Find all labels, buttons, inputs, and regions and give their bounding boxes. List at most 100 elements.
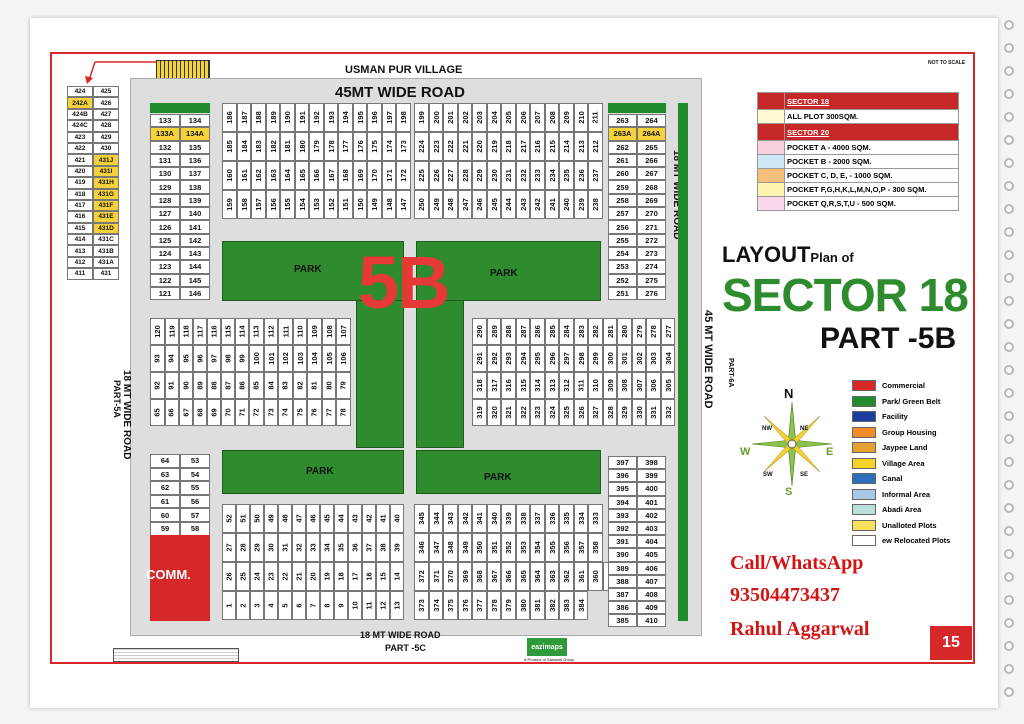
binding-ring (1004, 480, 1014, 490)
binding-ring (1004, 549, 1014, 559)
key-row: ew Relocated Plots (852, 533, 972, 549)
plot-cell: 210 (573, 103, 589, 132)
plot-cell: 190 (280, 103, 295, 132)
plot-cell: 312 (559, 372, 574, 399)
plot-cell: 178 (323, 132, 339, 161)
plot-cell: 400 (637, 482, 666, 496)
plot-cell: 119 (164, 318, 179, 345)
plot-cell: 357 (573, 533, 589, 562)
compass-s: S (785, 486, 793, 498)
plot-cell: 227 (443, 161, 458, 190)
legend-label: POCKET C, D, E, - 1000 SQM. (784, 168, 959, 183)
plot-cell: 236 (573, 161, 589, 190)
plot-cell: 245 (486, 190, 502, 219)
plot-cell: 171 (381, 161, 397, 190)
plot-cell: 316 (501, 372, 516, 399)
plot-cell: 413 (67, 245, 93, 257)
plot-cell: 299 (588, 345, 603, 372)
plot-cell: 313 (544, 372, 560, 399)
plot-cell: 26 (222, 562, 236, 591)
plot-cell: 105 (321, 345, 337, 372)
plot-cell: 379 (501, 591, 516, 620)
plot-cell: 336 (544, 504, 560, 533)
part-label-right: PART-6A (727, 358, 734, 388)
binding-ring (1004, 89, 1014, 99)
plot-cell: 18 (334, 562, 348, 591)
plot-cell: 282 (588, 318, 603, 345)
plot-cell: 297 (559, 345, 574, 372)
plot-cell: 45 (320, 504, 334, 533)
plot-cell: 2 (236, 591, 250, 620)
plot-cell: 257 (608, 207, 637, 221)
binding-rings (1004, 20, 1018, 710)
plot-cell: 66 (164, 399, 179, 426)
plot-cell: 327 (588, 399, 603, 426)
plot-cell: 267 (637, 167, 666, 181)
plot-cell: 324 (544, 399, 560, 426)
plot-cell: 317 (486, 372, 502, 399)
binding-ring (1004, 181, 1014, 191)
plot-cell: 431D (93, 222, 119, 235)
plot-cell: 86 (235, 372, 250, 399)
plot-cell: 155 (280, 190, 295, 219)
plot-cell: 426 (93, 97, 119, 109)
park-label-tl: PARK (294, 264, 322, 275)
plot-cell: 164 (280, 161, 295, 190)
plot-cell: 220 (472, 132, 487, 161)
plot-cell: 318 (472, 372, 487, 399)
plot-cell: 256 (608, 220, 637, 234)
binding-ring (1004, 158, 1014, 168)
key-row: Informal Area (852, 487, 972, 503)
legend-swatch (757, 92, 785, 110)
plot-cell: 418 (67, 188, 93, 200)
plot-cell: 69 (206, 399, 221, 426)
plot-cell: 50 (250, 504, 264, 533)
plot-cell: 124 (150, 246, 180, 261)
plot-cell: 100 (249, 345, 264, 372)
plot-cell: 118 (178, 318, 193, 345)
plot-cell: 326 (573, 399, 589, 426)
plot-cell: 258 (608, 193, 637, 208)
plot-cell: 46 (306, 504, 320, 533)
plot-cell: 349 (457, 533, 473, 562)
title-part: PART -5B (820, 322, 957, 355)
plot-cell: 217 (515, 132, 531, 161)
key-swatch (852, 504, 876, 516)
plot-cell: 298 (573, 345, 589, 372)
plot-cell: 89 (192, 372, 207, 399)
plot-cell: 224 (414, 132, 429, 161)
plot-cell: 243 (515, 190, 531, 219)
part-label-bottom: PART -5C (385, 643, 426, 653)
plot-cell: 11 (362, 591, 376, 620)
plot-cell: 62 (150, 481, 180, 495)
plot-cell: 310 (588, 372, 603, 399)
plot-cell: 301 (617, 345, 632, 372)
plot-cell: 98 (220, 345, 236, 372)
plot-cell: 102 (278, 345, 293, 372)
plot-cell: 76 (307, 399, 322, 426)
plot-cell: 111 (278, 318, 293, 345)
binding-ring (1004, 20, 1014, 30)
plot-cell: 345 (414, 504, 429, 533)
plot-cell: 150 (352, 190, 368, 219)
plot-cell: 356 (559, 533, 574, 562)
plot-cell: 431H (93, 177, 119, 189)
plot-cell: 383 (559, 591, 574, 620)
plot-cell: 129 (150, 180, 180, 194)
key-row: Jaypee Land (852, 440, 972, 456)
plot-cell: 82 (292, 372, 308, 399)
plot-cell: 96 (192, 345, 207, 372)
plot-cell: 153 (309, 190, 324, 219)
contact-phone[interactable]: 93504473437 (730, 584, 840, 606)
plot-cell: 48 (278, 504, 292, 533)
road-label-top: 45MT WIDE ROAD (335, 84, 466, 101)
key-swatch (852, 519, 876, 531)
plot-cell: 55 (180, 481, 210, 495)
binding-ring (1004, 388, 1014, 398)
plot-cell: 423 (67, 131, 93, 143)
plot-cell: 106 (336, 345, 351, 372)
plot-cell: 338 (515, 504, 531, 533)
